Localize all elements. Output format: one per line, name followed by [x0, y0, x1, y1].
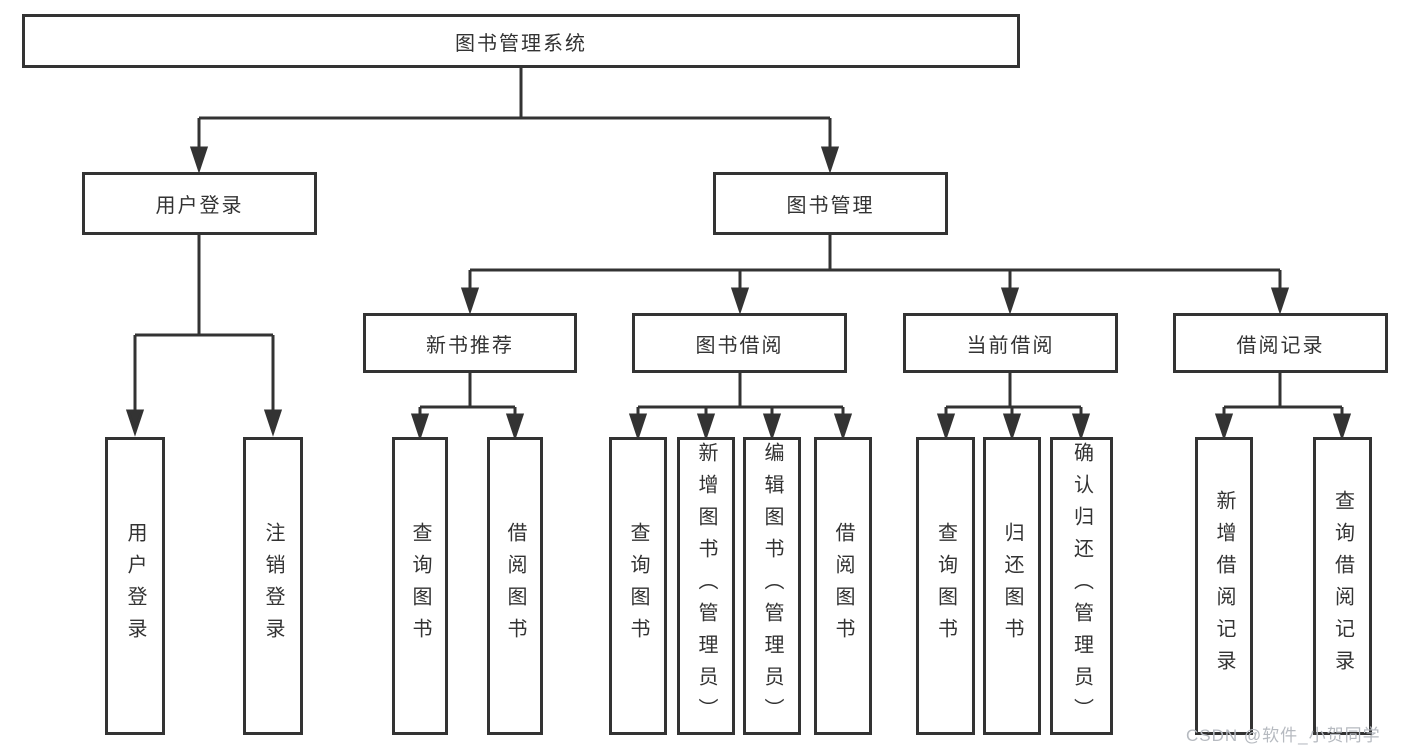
node-root-library-system: 图书管理系统 — [22, 14, 1020, 68]
node-label: 借阅图书 — [504, 522, 526, 650]
connector-borrow-to-leaves — [628, 373, 853, 441]
node-label: 用户登录 — [124, 522, 146, 650]
arrow-down-icon — [628, 413, 648, 441]
node-label: 新书推荐 — [426, 334, 514, 357]
arrow-down-icon — [263, 409, 283, 437]
node-borrow-records: 借阅记录 — [1173, 313, 1388, 373]
leaf-logout: 注销登录 — [243, 437, 303, 735]
connector-current-to-leaves — [936, 373, 1091, 441]
arrow-down-icon — [696, 413, 716, 441]
node-label: 图书管理系统 — [455, 32, 587, 55]
node-label: 用户登录 — [155, 195, 244, 217]
connector-mgmt-to-modules — [460, 235, 1290, 315]
arrow-down-icon — [1002, 413, 1022, 441]
arrow-down-icon — [460, 287, 480, 315]
node-current-borrow: 当前借阅 — [903, 313, 1118, 373]
node-user-login: 用户登录 — [82, 172, 317, 235]
arrow-down-icon — [189, 146, 209, 174]
leaf-query-books-borrow: 查询图书 — [609, 437, 667, 735]
leaf-return-books: 归还图书 — [983, 437, 1041, 735]
connector-root-to-level2 — [189, 68, 840, 174]
node-label: 注销登录 — [262, 522, 284, 650]
arrow-down-icon — [820, 146, 840, 174]
leaf-query-borrow-record: 查询借阅记录 — [1313, 437, 1372, 735]
leaf-add-books-admin: 新增图书（管理员） — [677, 437, 735, 735]
connector-recommend-to-leaves — [410, 373, 525, 441]
node-new-book-recommend: 新书推荐 — [363, 313, 577, 373]
leaf-confirm-return-admin: 确认归还（管理员） — [1050, 437, 1113, 735]
arrow-down-icon — [1332, 413, 1352, 441]
arrow-down-icon — [730, 287, 750, 315]
node-label: 查询图书 — [409, 522, 431, 650]
arrow-down-icon — [762, 413, 782, 441]
node-label: 查询借阅记录 — [1331, 490, 1354, 682]
arrow-down-icon — [833, 413, 853, 441]
node-label: 借阅图书 — [832, 522, 854, 650]
node-label: 查询图书 — [934, 522, 957, 650]
node-label: 编辑图书（管理员） — [761, 442, 783, 730]
leaf-add-borrow-record: 新增借阅记录 — [1195, 437, 1253, 735]
node-label: 新增图书（管理员） — [695, 442, 717, 730]
arrow-down-icon — [410, 413, 430, 441]
leaf-query-books-current: 查询图书 — [916, 437, 975, 735]
arrow-down-icon — [1270, 287, 1290, 315]
leaf-borrow-books: 借阅图书 — [814, 437, 872, 735]
arrow-down-icon — [936, 413, 956, 441]
node-label: 查询图书 — [627, 522, 649, 650]
node-book-management: 图书管理 — [713, 172, 948, 235]
node-label: 借阅记录 — [1236, 334, 1325, 357]
csdn-watermark: CSDN @软件_小贺同学 — [1186, 726, 1381, 745]
node-label: 图书借阅 — [695, 334, 784, 357]
leaf-borrow-books-recommend: 借阅图书 — [487, 437, 543, 735]
connector-records-to-leaves — [1214, 373, 1352, 441]
arrow-down-icon — [125, 409, 145, 437]
node-label: 新增借阅记录 — [1213, 490, 1235, 682]
leaf-user-login: 用户登录 — [105, 437, 165, 735]
node-label: 确认归还（管理员） — [1070, 442, 1093, 730]
leaf-query-books-recommend: 查询图书 — [392, 437, 448, 735]
connector-login-to-leaves — [125, 235, 283, 437]
node-label: 归还图书 — [1001, 522, 1023, 650]
node-label: 图书管理 — [786, 195, 875, 217]
node-label: 当前借阅 — [966, 334, 1055, 357]
leaf-edit-books-admin: 编辑图书（管理员） — [743, 437, 801, 735]
arrow-down-icon — [505, 413, 525, 441]
arrow-down-icon — [1214, 413, 1234, 441]
arrow-down-icon — [1000, 287, 1020, 315]
node-book-borrow: 图书借阅 — [632, 313, 847, 373]
arrow-down-icon — [1071, 413, 1091, 441]
